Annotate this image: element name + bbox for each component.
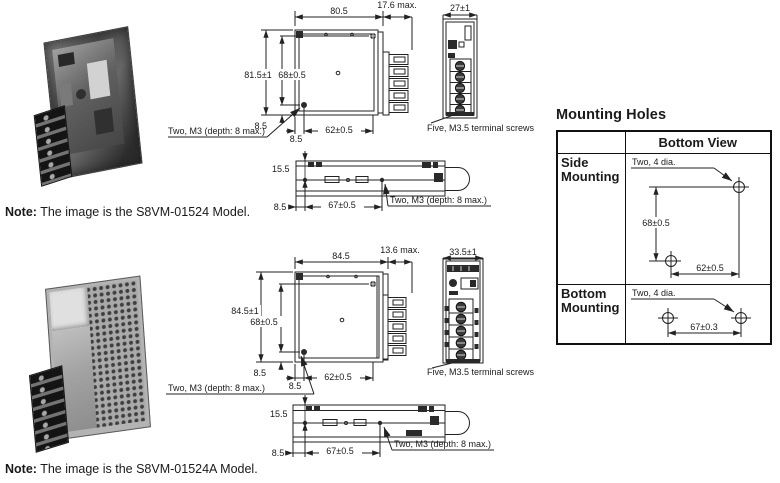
- component: [93, 107, 115, 135]
- note-text: The image is the S8VM-01524 Model.: [40, 205, 251, 219]
- dimension-drawing-s8vm-01524a: 84.5 13.6 max. 33.5±1 84.5±1 68±0.5 8.5 …: [166, 245, 535, 458]
- terminal-screws-note: Five, M3.5 terminal screws: [427, 123, 535, 133]
- terminal-screws-note: Five, M3.5 terminal screws: [427, 367, 535, 377]
- mounting-holes-section: Mounting Holes Bottom View Side Mounting: [556, 107, 774, 345]
- dim-bottom-height: 15.5: [272, 164, 290, 174]
- side-mounting-label: Side Mounting: [556, 152, 626, 285]
- dim-hole-pitch-v: 68±0.5: [250, 317, 277, 327]
- dim-hole-pitch-h: 62±0.5: [324, 372, 351, 382]
- top-cap: [49, 287, 90, 332]
- bottom-mounting-label: Bottom Mounting: [556, 283, 626, 344]
- dim-front-width: 33.5±1: [449, 247, 476, 257]
- dim-terminal-depth: 17.6 max.: [377, 0, 417, 10]
- dim-hole-pitch-h: 62±0.5: [325, 125, 352, 135]
- dim-hole-pitch-v: 68±0.5: [278, 70, 305, 80]
- dim-side-pitch-v: 68±0.5: [642, 218, 669, 228]
- side-mounting-drawing: 68±0.5 62±0.5 Two, 4 dia.: [630, 157, 749, 278]
- dimension-drawing-s8vm-01524: 80.5 17.6 max. 27±1 81.5±1 68±0.5 8.5 8.…: [168, 0, 535, 212]
- bottom-mounting-row: Bottom Mounting: [556, 283, 772, 344]
- dim-bottom-hole-pitch: 67±0.5: [328, 200, 355, 210]
- empty-header-cell: [556, 130, 626, 154]
- front-view: [442, 18, 478, 119]
- dim-bottom-hole-offset: 8.5: [272, 448, 285, 458]
- dim-bottom-hole-offset: 8.5: [274, 202, 287, 212]
- dim-hole-offset-left: 8.5: [289, 381, 302, 391]
- dim-body-width: 84.5: [332, 251, 350, 261]
- dim-side-pitch-h: 62±0.5: [696, 263, 723, 273]
- dim-body-width: 80.5: [330, 6, 348, 16]
- holes-note: Two, 4 dia.: [632, 288, 676, 298]
- dim-bottom-height: 15.5: [270, 409, 288, 419]
- dim-front-width: 27±1: [450, 3, 470, 13]
- note-label: Note:: [5, 205, 37, 219]
- dim-hole-offset-bottom: 8.5: [254, 121, 267, 131]
- dim-hole-offset-left: 8.5: [290, 134, 303, 144]
- m3-note-bottom: Two, M3 (depth: 8 max.): [390, 195, 487, 205]
- dimension-labels: 84.5 13.6 max. 33.5±1 84.5±1 68±0.5 8.5 …: [168, 245, 535, 458]
- terminal-block: [28, 365, 70, 453]
- m3-note: Two, M3 (depth: 8 max.): [168, 126, 265, 136]
- note-text: The image is the S8VM-01524A Model.: [40, 462, 258, 476]
- bottom-mounting-lines: [630, 298, 751, 337]
- dim-terminal-depth: 13.6 max.: [380, 245, 420, 255]
- side-mounting-lines: [630, 167, 749, 278]
- component: [86, 59, 111, 100]
- mounting-holes-title: Mounting Holes: [556, 107, 667, 123]
- dimension-labels: 80.5 17.6 max. 27±1 81.5±1 68±0.5 8.5 8.…: [168, 0, 535, 212]
- component: [58, 82, 74, 108]
- dim-bottom-hole-pitch: 67±0.5: [326, 446, 353, 456]
- m3-note-bottom: Two, M3 (depth: 8 max.): [394, 439, 491, 449]
- product-photo-s8vm-01524a: [24, 274, 160, 453]
- bottom-mounting-drawing: 67±0.3 Two, 4 dia.: [630, 288, 751, 337]
- table-header-row: Bottom View: [556, 130, 772, 154]
- dim-body-height: 81.5±1: [244, 70, 271, 80]
- front-view: [442, 258, 484, 364]
- side-view: [294, 271, 407, 363]
- side-mounting-diagram: 68±0.5 62±0.5 Two, 4 dia.: [624, 152, 772, 285]
- side-view: [294, 29, 409, 116]
- m3-note: Two, M3 (depth: 8 max.): [168, 383, 265, 393]
- dim-body-height: 84.5±1: [231, 306, 258, 316]
- note-model-1: Note: The image is the S8VM-01524 Model.: [5, 205, 250, 219]
- note-model-2: Note: The image is the S8VM-01524A Model…: [5, 462, 258, 476]
- bottom-mounting-diagram: 67±0.3 Two, 4 dia.: [624, 283, 772, 344]
- product-photo-s8vm-01524: [28, 24, 146, 188]
- bottom-view: [292, 404, 470, 443]
- holes-note: Two, 4 dia.: [632, 157, 676, 167]
- dim-hole-offset-bottom: 8.5: [253, 368, 266, 378]
- side-mounting-row: Side Mounting: [556, 152, 772, 285]
- dim-bottom-pitch-h: 67±0.3: [690, 322, 717, 332]
- mounting-holes-table: Bottom View Side Mounting: [556, 130, 772, 345]
- bottom-view: [295, 160, 470, 197]
- bottom-view-header: Bottom View: [624, 130, 772, 154]
- note-label: Note:: [5, 462, 37, 476]
